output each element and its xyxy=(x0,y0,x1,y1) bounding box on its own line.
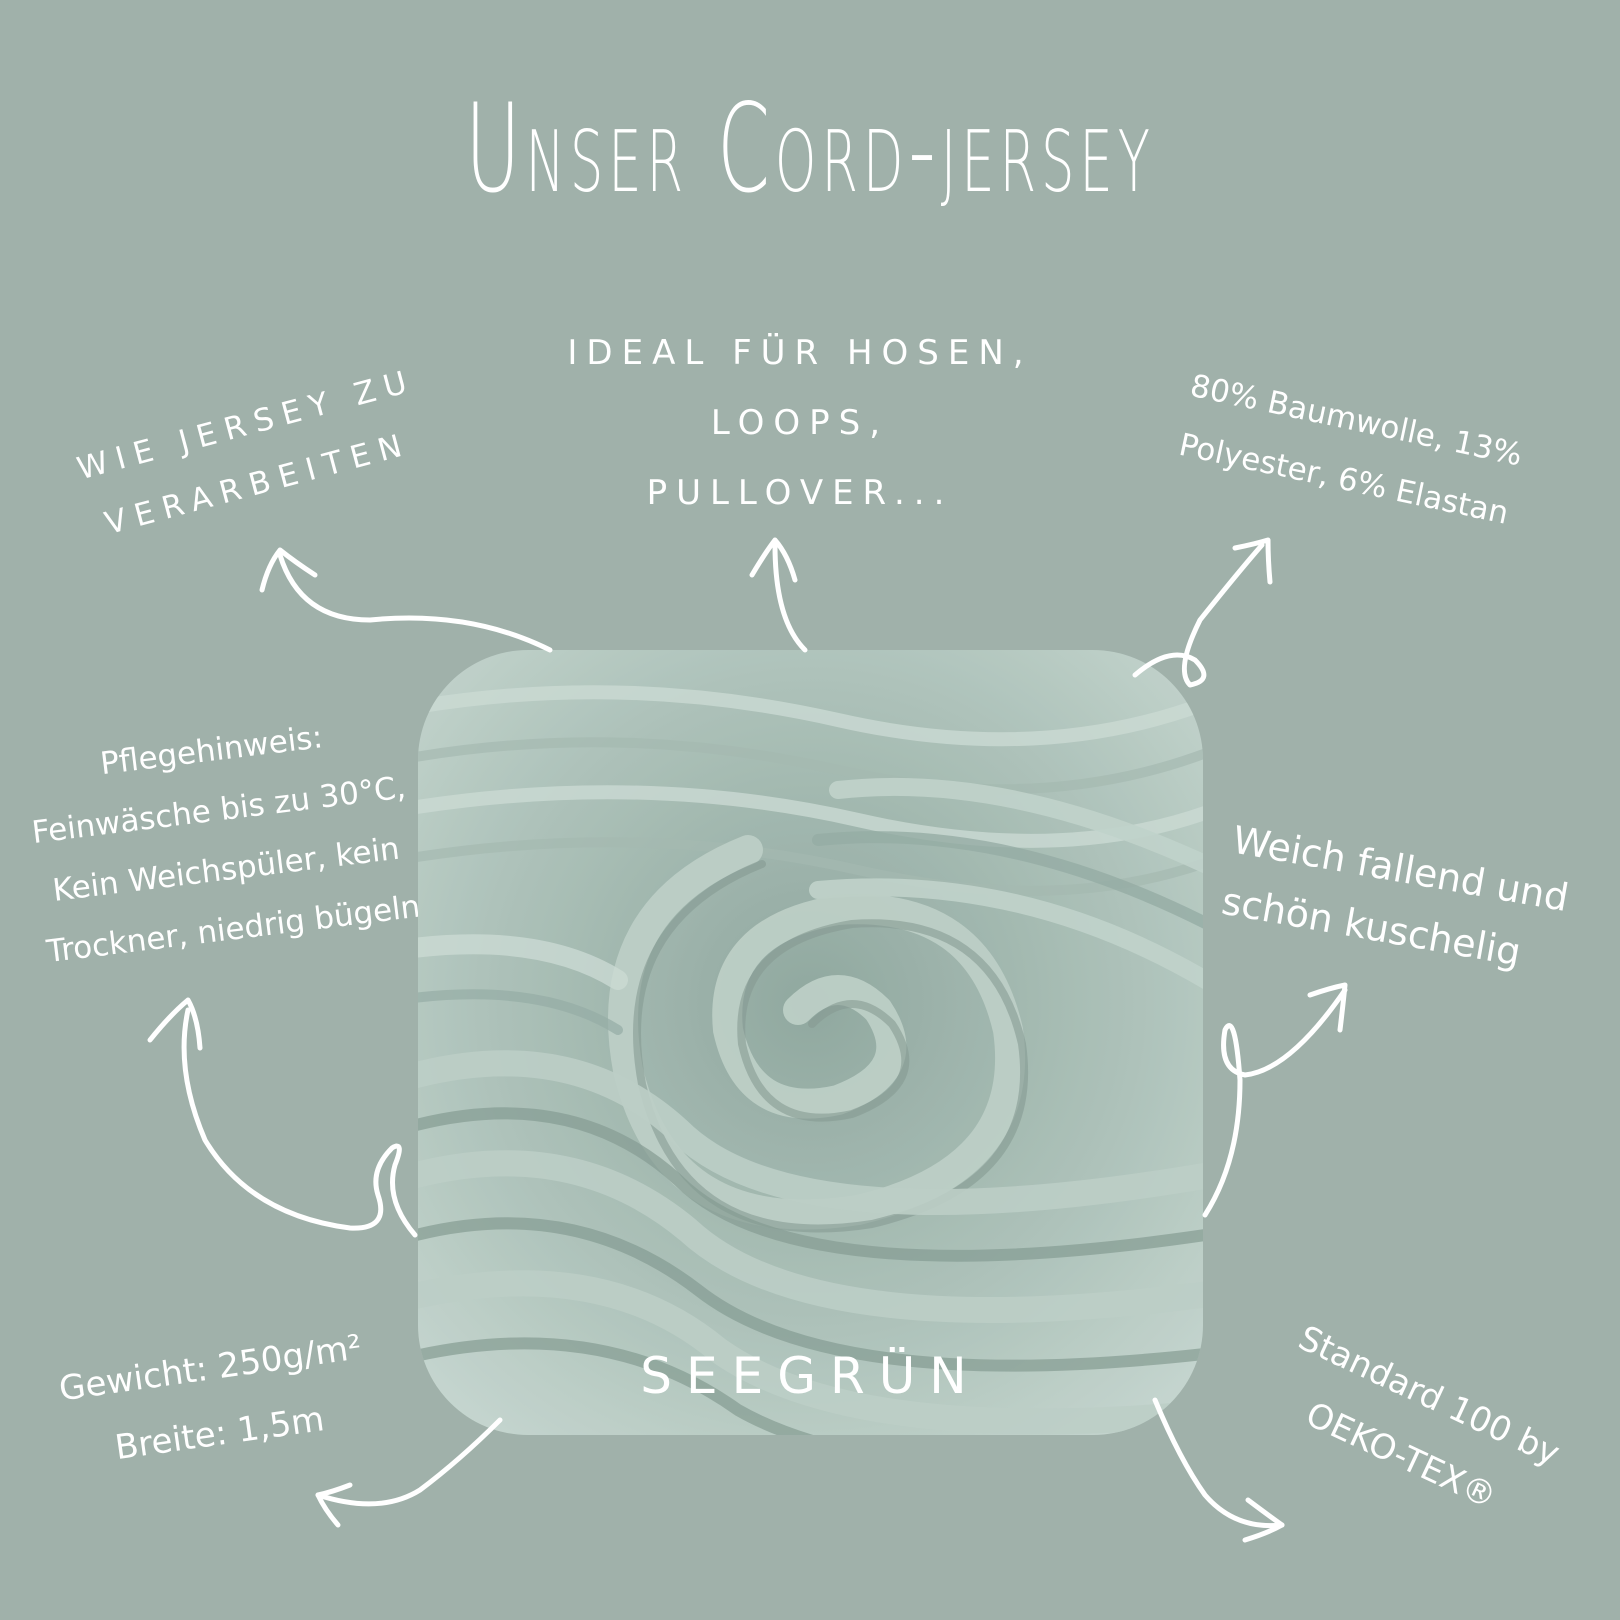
fabric-photo: Seegrün xyxy=(418,650,1203,1435)
curved-arrow-icon xyxy=(259,547,553,653)
feature-usage: Ideal für Hosen, Loops, Pullover... xyxy=(540,318,1060,528)
fabric-swirl-image xyxy=(418,650,1203,1435)
curved-arrow-icon xyxy=(1152,1397,1285,1543)
page-title: Unser Cord-jersey xyxy=(465,78,1155,220)
curved-arrow-icon xyxy=(1132,537,1273,688)
curved-arrow-icon xyxy=(1202,982,1348,1218)
feature-usage-line-3: Pullover... xyxy=(646,473,954,513)
feature-usage-line-1: Ideal für Hosen, xyxy=(567,333,1033,373)
curved-arrow-icon xyxy=(315,1417,503,1528)
feature-usage-line-2: Loops, xyxy=(710,403,890,443)
curved-arrow-icon xyxy=(749,537,808,653)
curved-arrow-icon xyxy=(147,997,418,1238)
color-name-label: Seegrün xyxy=(640,1347,981,1405)
